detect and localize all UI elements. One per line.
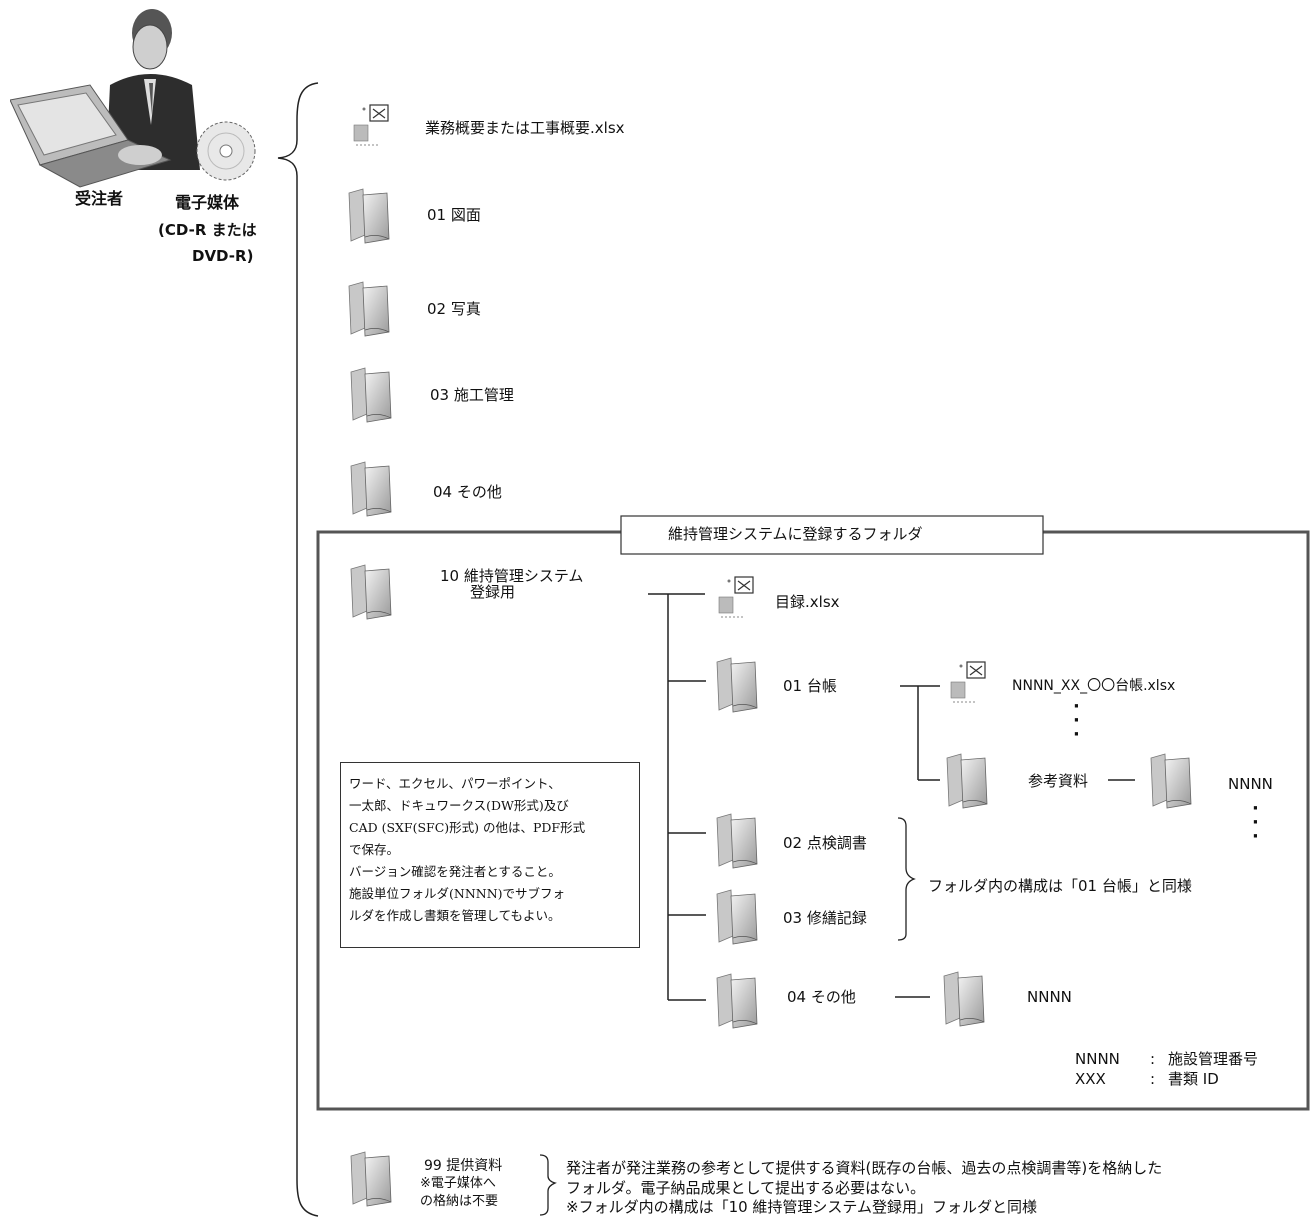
provided-sub-1: ※電子媒体へ <box>420 1176 496 1191</box>
folder-icon <box>350 367 392 423</box>
receiver-label: 受注者 <box>75 189 124 208</box>
subfolder-03-label: 03 修繕記録 <box>783 909 867 927</box>
note-line: 一太郎、ドキュワークス(DW形式)及び <box>349 798 569 813</box>
folder-03-label: 03 施工管理 <box>430 386 514 404</box>
folder-icon <box>716 973 758 1029</box>
legend-key-2: XXX <box>1075 1070 1106 1088</box>
nnnn-folder-label-2: NNNN <box>1027 988 1072 1006</box>
folder-icon <box>348 281 390 337</box>
media-title: 電子媒体 <box>175 193 240 212</box>
folder-02-label: 02 写真 <box>427 300 481 318</box>
folder-icon <box>350 461 392 517</box>
ellipsis-vertical: · · · <box>1073 696 1080 745</box>
index-file-label: 目録.xlsx <box>775 593 840 611</box>
media-line2: (CD-R または <box>158 221 257 239</box>
legend-sep-2: : <box>1150 1070 1156 1088</box>
provided-folder-label: 99 提供資料 <box>424 1158 503 1174</box>
excel-file-icon <box>950 661 986 703</box>
excel-file-icon <box>718 576 754 618</box>
storage-note-box: ワード、エクセル、パワーポイント、 一太郎、ドキュワークス(DW形式)及び CA… <box>340 762 640 948</box>
folder-icon <box>946 753 988 809</box>
note-line: で保存。 <box>349 842 400 857</box>
folder-icon <box>350 564 392 620</box>
folder-01-label: 01 図面 <box>427 206 481 224</box>
system-folder-line1: 10 維持管理システム <box>440 567 584 585</box>
note-line: バージョン確認を発注者とすること。 <box>349 864 561 879</box>
provided-desc-3: ※フォルダ内の構成は「10 維持管理システム登録用」フォルダと同様 <box>566 1198 1037 1216</box>
subfolder-04-label: 04 その他 <box>787 988 856 1006</box>
provided-desc-1: 発注者が発注業務の参考として提供する資料(既存の台帳、過去の点検調書等)を格納し… <box>566 1159 1163 1177</box>
provided-desc-2: フォルダ。電子納品成果として提出する必要はない。 <box>566 1179 926 1197</box>
nnnn-folder-label: NNNN <box>1228 775 1273 793</box>
subfolder-02-label: 02 点検調書 <box>783 834 867 852</box>
folder-icon <box>716 889 758 945</box>
folder-icon <box>348 188 390 244</box>
note-line: ルダを作成し書類を管理してもよい。 <box>349 908 561 923</box>
ledger-file-label: NNNN_XX_〇〇台帳.xlsx <box>1012 678 1176 694</box>
folder-icon <box>350 1151 392 1207</box>
legend-val-2: 書類 ID <box>1168 1070 1219 1088</box>
note-line: ワード、エクセル、パワーポイント、 <box>349 776 561 791</box>
system-box-title: 維持管理システムに登録するフォルダ <box>668 525 923 543</box>
folder-icon <box>1150 753 1192 809</box>
disc-icon <box>195 120 257 182</box>
person-laptop-illustration <box>9 5 260 195</box>
overview-file-label: 業務概要または工事概要.xlsx <box>425 119 625 137</box>
folder-04-label: 04 その他 <box>433 483 502 501</box>
ellipsis-vertical: · · · <box>1252 798 1259 847</box>
reference-folder-label: 参考資料 <box>1028 772 1089 790</box>
folder-icon <box>943 971 985 1027</box>
legend-sep-1: : <box>1150 1050 1156 1068</box>
provided-sub-2: の格納は不要 <box>420 1194 499 1209</box>
folder-icon <box>716 657 758 713</box>
subfolder-01-label: 01 台帳 <box>783 677 837 695</box>
legend-val-1: 施設管理番号 <box>1168 1050 1259 1068</box>
same-structure-note: フォルダ内の構成は「01 台帳」と同様 <box>928 877 1192 895</box>
legend-key-1: NNNN <box>1075 1050 1120 1068</box>
excel-file-icon <box>353 104 389 146</box>
folder-icon <box>716 813 758 869</box>
note-line: CAD (SXF(SFC)形式) の他は、PDF形式 <box>349 820 586 835</box>
note-line: 施設単位フォルダ(NNNN)でサブフォ <box>349 886 566 901</box>
media-line3: DVD-R) <box>192 247 254 265</box>
system-folder-line2: 登録用 <box>470 583 516 601</box>
